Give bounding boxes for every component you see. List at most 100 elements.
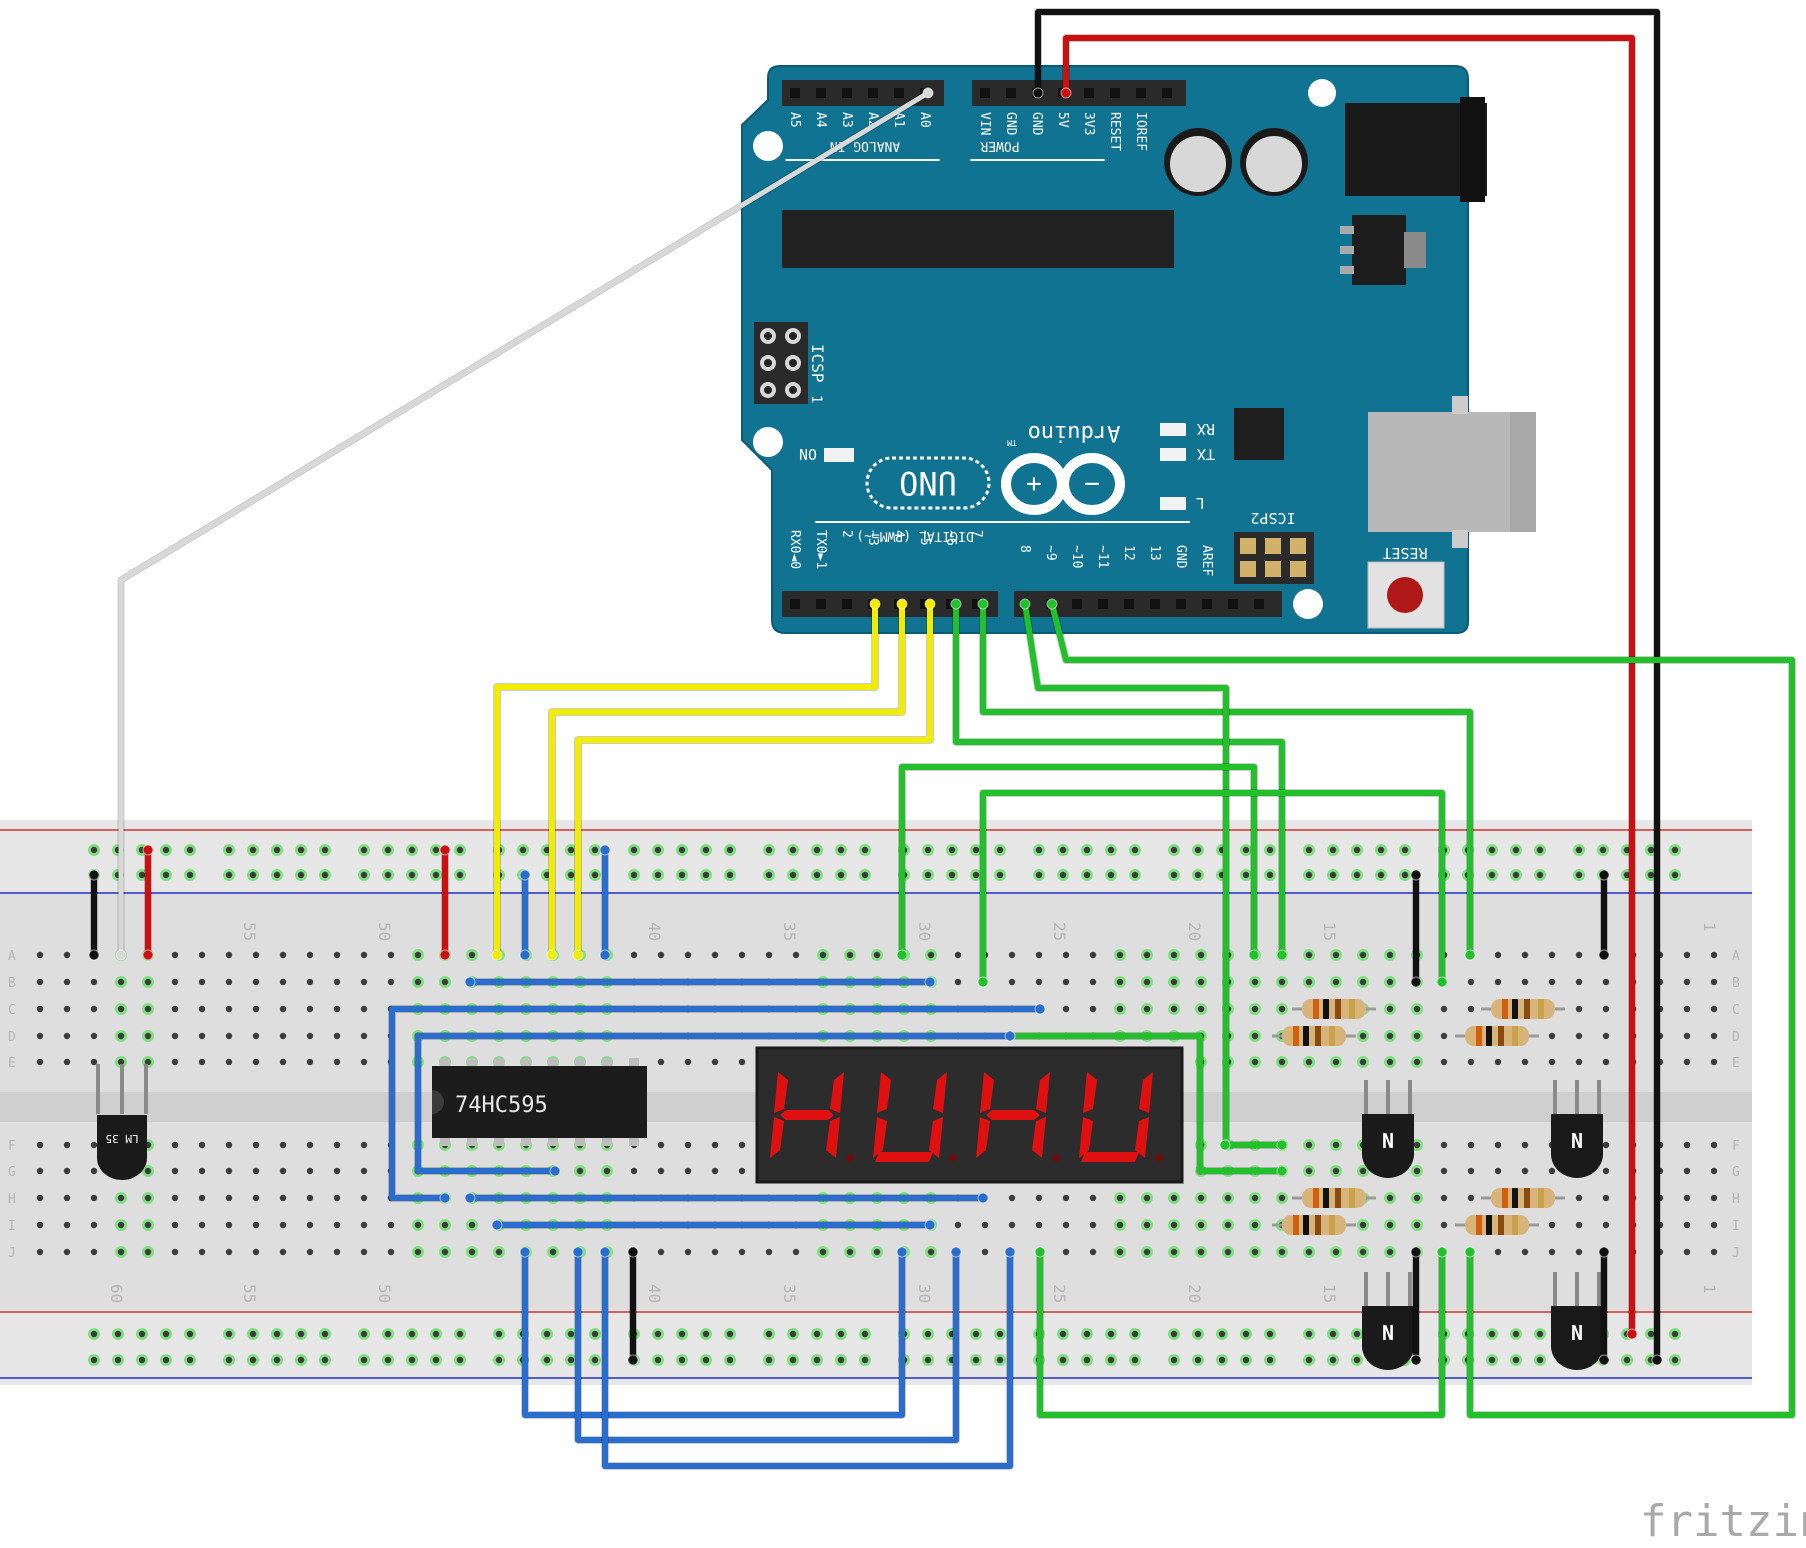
breadboard-hole[interactable] <box>144 1248 152 1256</box>
breadboard-hole[interactable] <box>1332 951 1340 959</box>
breadboard-hole[interactable] <box>684 1248 692 1256</box>
breadboard-hole[interactable] <box>1440 1194 1448 1202</box>
breadboard-hole[interactable] <box>162 1356 170 1364</box>
breadboard-hole[interactable] <box>1329 1330 1337 1338</box>
breadboard-hole[interactable] <box>702 846 710 854</box>
breadboard-hole[interactable] <box>1548 1032 1556 1040</box>
breadboard-hole[interactable] <box>360 978 368 986</box>
breadboard-hole[interactable] <box>702 1330 710 1338</box>
breadboard-hole[interactable] <box>1413 1058 1421 1066</box>
breadboard-hole[interactable] <box>36 1167 44 1175</box>
breadboard-hole[interactable] <box>1575 1058 1583 1066</box>
breadboard-hole[interactable] <box>1170 1194 1178 1202</box>
breadboard-hole[interactable] <box>591 1356 599 1364</box>
breadboard-hole[interactable] <box>1059 1356 1067 1364</box>
breadboard-hole[interactable] <box>789 1356 797 1364</box>
breadboard-hole[interactable] <box>630 951 638 959</box>
breadboard-hole[interactable] <box>117 1248 125 1256</box>
breadboard-hole[interactable] <box>954 978 962 986</box>
breadboard-hole[interactable] <box>981 1221 989 1229</box>
breadboard-hole[interactable] <box>1059 1330 1067 1338</box>
breadboard-hole[interactable] <box>138 871 146 879</box>
breadboard-hole[interactable] <box>1170 1221 1178 1229</box>
breadboard-hole[interactable] <box>117 978 125 986</box>
breadboard-hole[interactable] <box>819 1248 827 1256</box>
breadboard-hole[interactable] <box>813 1330 821 1338</box>
breadboard-hole[interactable] <box>273 1356 281 1364</box>
breadboard-hole[interactable] <box>789 871 797 879</box>
breadboard-hole[interactable] <box>63 978 71 986</box>
breadboard-hole[interactable] <box>360 1005 368 1013</box>
breadboard-hole[interactable] <box>1440 1005 1448 1013</box>
breadboard-hole[interactable] <box>306 1194 314 1202</box>
breadboard-hole[interactable] <box>996 1356 1004 1364</box>
breadboard-hole[interactable] <box>1602 1058 1610 1066</box>
breadboard-hole[interactable] <box>1353 846 1361 854</box>
breadboard-hole[interactable] <box>1359 1221 1367 1229</box>
breadboard-hole[interactable] <box>1242 846 1250 854</box>
breadboard-hole[interactable] <box>1548 1167 1556 1175</box>
breadboard-hole[interactable] <box>1386 978 1394 986</box>
breadboard-hole[interactable] <box>1143 1194 1151 1202</box>
breadboard-hole[interactable] <box>1062 1194 1070 1202</box>
breadboard-hole[interactable] <box>1008 978 1016 986</box>
breadboard-hole[interactable] <box>603 1167 611 1175</box>
breadboard-hole[interactable] <box>273 846 281 854</box>
breadboard-hole[interactable] <box>1494 1167 1502 1175</box>
breadboard-hole[interactable] <box>198 1005 206 1013</box>
breadboard-hole[interactable] <box>1494 1248 1502 1256</box>
breadboard-hole[interactable] <box>186 1330 194 1338</box>
breadboard-hole[interactable] <box>789 1330 797 1338</box>
breadboard-hole[interactable] <box>1107 871 1115 879</box>
breadboard-hole[interactable] <box>138 1330 146 1338</box>
breadboard-hole[interactable] <box>186 871 194 879</box>
breadboard-hole[interactable] <box>456 871 464 879</box>
breadboard-hole[interactable] <box>1062 978 1070 986</box>
breadboard-hole[interactable] <box>1197 1248 1205 1256</box>
breadboard-hole[interactable] <box>726 871 734 879</box>
breadboard-hole[interactable] <box>144 1058 152 1066</box>
breadboard-hole[interactable] <box>360 1194 368 1202</box>
breadboard-hole[interactable] <box>114 1356 122 1364</box>
breadboard-hole[interactable] <box>1197 951 1205 959</box>
icsp2-pin[interactable] <box>1265 561 1281 577</box>
black-gnd-wire[interactable] <box>1035 9 1660 1363</box>
green-wire[interactable] <box>1049 601 1795 1418</box>
breadboard-hole[interactable] <box>1359 1032 1367 1040</box>
breadboard-hole[interactable] <box>360 1058 368 1066</box>
breadboard-hole[interactable] <box>1008 1221 1016 1229</box>
breadboard-hole[interactable] <box>1062 951 1070 959</box>
reset-button[interactable] <box>1367 561 1445 629</box>
breadboard-hole[interactable] <box>225 846 233 854</box>
white-wire[interactable] <box>118 90 931 958</box>
breadboard-hole[interactable] <box>1401 846 1409 854</box>
breadboard-hole[interactable] <box>1305 1141 1313 1149</box>
breadboard-hole[interactable] <box>1035 1194 1043 1202</box>
breadboard-hole[interactable] <box>171 1032 179 1040</box>
breadboard-hole[interactable] <box>1089 1005 1097 1013</box>
breadboard-hole[interactable] <box>846 951 854 959</box>
breadboard-hole[interactable] <box>567 1330 575 1338</box>
breadboard-hole[interactable] <box>1305 1248 1313 1256</box>
header-pin[interactable] <box>1150 599 1160 609</box>
breadboard-hole[interactable] <box>252 951 260 959</box>
breadboard-hole[interactable] <box>654 871 662 879</box>
breadboard-hole[interactable] <box>711 951 719 959</box>
green-wire[interactable] <box>1022 601 1229 1148</box>
breadboard-hole[interactable] <box>738 1167 746 1175</box>
breadboard-hole[interactable] <box>63 951 71 959</box>
breadboard-hole[interactable] <box>306 951 314 959</box>
breadboard-hole[interactable] <box>1602 1167 1610 1175</box>
breadboard-hole[interactable] <box>171 1141 179 1149</box>
breadboard-hole[interactable] <box>1440 1221 1448 1229</box>
breadboard-hole[interactable] <box>36 1058 44 1066</box>
breadboard-hole[interactable] <box>360 1330 368 1338</box>
breadboard-hole[interactable] <box>1413 1141 1421 1149</box>
breadboard-hole[interactable] <box>1083 1356 1091 1364</box>
yellow-wire[interactable] <box>549 601 905 958</box>
breadboard-hole[interactable] <box>1089 951 1097 959</box>
breadboard-hole[interactable] <box>591 846 599 854</box>
breadboard-hole[interactable] <box>1035 951 1043 959</box>
breadboard-hole[interactable] <box>1512 846 1520 854</box>
breadboard-hole[interactable] <box>924 871 932 879</box>
